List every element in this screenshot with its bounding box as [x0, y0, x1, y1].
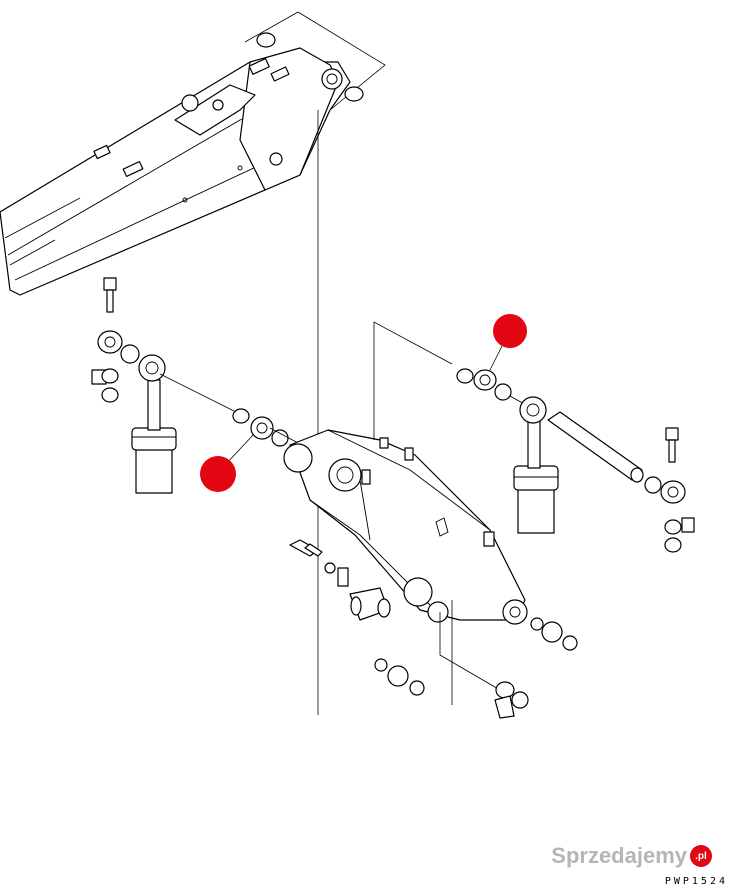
link-washer-2 — [511, 691, 529, 709]
boom-assembly — [0, 47, 351, 296]
left-nut-1 — [101, 368, 119, 384]
watermark-text: Sprzedajemy — [551, 843, 687, 868]
lower-bolt-shank — [304, 543, 323, 557]
lower-washer — [324, 562, 336, 574]
right-nut-plate — [681, 517, 695, 533]
boom-clip-2 — [122, 160, 144, 178]
left-bolt-stack — [91, 277, 140, 403]
right-cylinder-rod — [527, 419, 541, 469]
watermark-badge: .pl — [690, 845, 712, 867]
right-bolt-shank — [668, 439, 676, 463]
boom-washer-right — [344, 86, 364, 102]
link-washer — [495, 681, 515, 699]
boom-clip-1 — [93, 144, 111, 160]
arm-lug-1 — [379, 437, 389, 449]
right-washer-1 — [644, 476, 662, 494]
arm-lug-3 — [483, 531, 495, 547]
lower-lock-plate — [337, 567, 349, 587]
drawing-code: PWP1524 — [664, 876, 728, 887]
arm-tip-boss — [502, 599, 528, 625]
long-pin — [547, 411, 643, 481]
boom-bracket — [174, 84, 256, 136]
left-bushing — [250, 416, 274, 440]
left-cylinder-rod — [147, 379, 161, 431]
left-washer-1 — [97, 330, 123, 354]
boom-clip-3 — [248, 57, 270, 75]
right-ring — [494, 383, 512, 401]
boom-head-hole — [321, 68, 343, 90]
arm-lug-2 — [404, 447, 414, 461]
left-bolt-head — [103, 277, 117, 291]
link-seal-2 — [409, 680, 425, 696]
right-cylinder-head — [513, 465, 559, 491]
boom-hole-lower — [269, 152, 283, 166]
link-bushing — [387, 665, 409, 687]
right-nut-1 — [664, 519, 682, 535]
left-bolt-shank — [106, 289, 114, 313]
tip-bushing — [541, 621, 563, 643]
right-washer-2 — [660, 480, 686, 504]
right-bushing — [473, 369, 497, 391]
left-seal — [232, 408, 250, 424]
right-bolt-head — [665, 427, 679, 441]
long-pin-end — [630, 467, 644, 483]
left-cylinder-tube — [135, 447, 173, 494]
watermark: Sprzedajemy .pl — [551, 843, 712, 869]
boom-clip-4 — [270, 66, 290, 82]
link-seal-1 — [374, 658, 388, 672]
left-nut-2 — [101, 387, 119, 403]
marker-right — [493, 314, 527, 348]
arm-link-boss — [403, 577, 433, 607]
bracket-pin-hole — [181, 94, 199, 112]
boom-washer-top — [256, 32, 276, 48]
lower-pin-head — [350, 596, 362, 616]
arm-foot-boss — [283, 443, 313, 473]
marker-left — [200, 456, 236, 492]
lower-pin-end — [377, 598, 391, 618]
lower-hardware — [289, 539, 578, 719]
arm-bracket — [361, 469, 371, 485]
arm-assembly — [283, 429, 528, 625]
arm-main-boss — [328, 458, 362, 492]
left-ring — [271, 429, 289, 447]
left-cylinder-head — [131, 427, 177, 451]
link-block — [494, 695, 515, 719]
arm-link-boss-2 — [427, 601, 449, 623]
left-cylinder-eye — [138, 354, 166, 382]
left-washer-2 — [120, 344, 140, 364]
tip-seal-1 — [530, 617, 544, 631]
bracket-hole — [212, 99, 224, 111]
left-cylinder — [131, 354, 177, 494]
right-cylinder-eye — [519, 396, 547, 424]
right-cylinder — [513, 396, 559, 534]
boom-tip-plate — [239, 47, 339, 191]
right-cylinder-tube — [517, 484, 555, 534]
right-bolt-stack — [644, 427, 695, 553]
tip-seal-2 — [562, 635, 578, 651]
right-seal — [456, 368, 474, 384]
right-nut-2 — [664, 537, 682, 553]
